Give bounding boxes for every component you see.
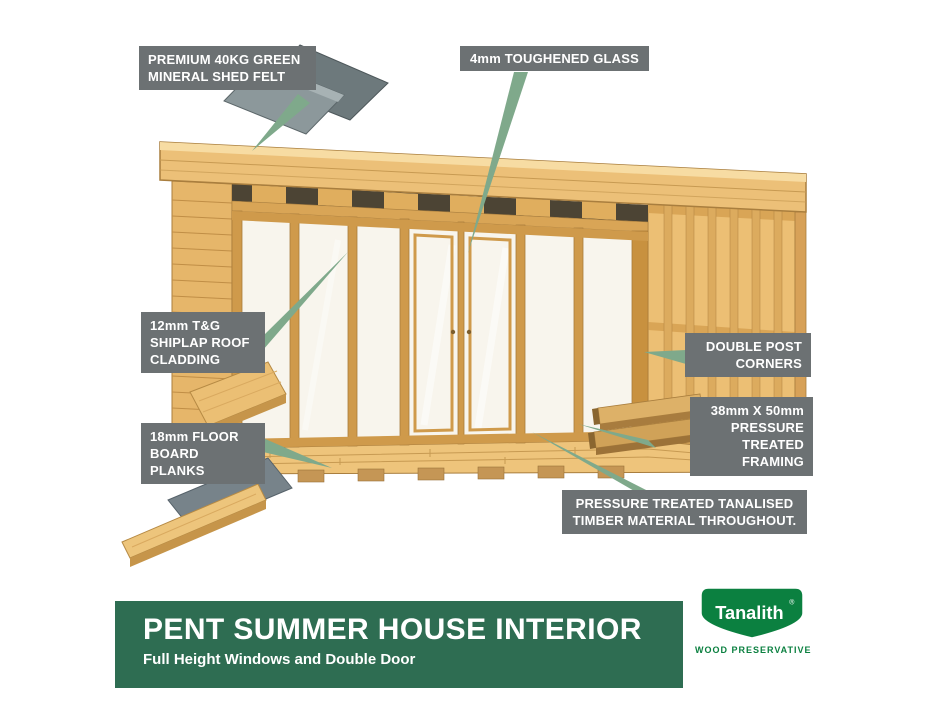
callout-felt-label: PREMIUM 40KG GREEN MINERAL SHED FELT (139, 46, 316, 91)
tanalith-brand-text: Tanalith (715, 603, 783, 623)
callout-floor-label: 18mm FLOOR BOARD PLANKS (141, 423, 265, 485)
floor-plank-illustration (121, 457, 293, 567)
tanalith-logo: Tanalith ® WOOD PRESERVATIVE (695, 586, 812, 655)
callout-glass-label: 4mm TOUGHENED GLASS (460, 46, 649, 72)
page-title: PENT SUMMER HOUSE INTERIOR (143, 613, 642, 646)
logo-tagline: WOOD PRESERVATIVE (695, 645, 812, 655)
window-wall (231, 210, 649, 449)
connector-glass (468, 72, 528, 253)
callout-double-post-label: DOUBLE POST CORNERS (685, 333, 811, 378)
page-subtitle: Full Height Windows and Double Door (143, 651, 416, 668)
connector-floor (263, 438, 332, 468)
connector-tanalised (532, 432, 650, 492)
roof (159, 141, 807, 213)
callout-connectors (252, 72, 686, 492)
connector-shiplap (263, 252, 348, 350)
banner-text-block: PENT SUMMER HOUSE INTERIOR Full Height W… (143, 613, 642, 668)
callout-shiplap-label: 12mm T&G SHIPLAP ROOF CLADDING (141, 312, 265, 374)
registered-mark: ® (789, 598, 794, 606)
callout-framing-label: 38mm X 50mm PRESSURE TREATED FRAMING (690, 397, 813, 476)
connector-double-post (644, 350, 686, 364)
callout-tanalised-label: PRESSURE TREATED TANALISED TIMBER MATERI… (562, 490, 807, 535)
connector-framing (578, 424, 656, 448)
connector-felt (252, 94, 310, 151)
tanalith-shield-icon: Tanalith ® (700, 586, 804, 640)
